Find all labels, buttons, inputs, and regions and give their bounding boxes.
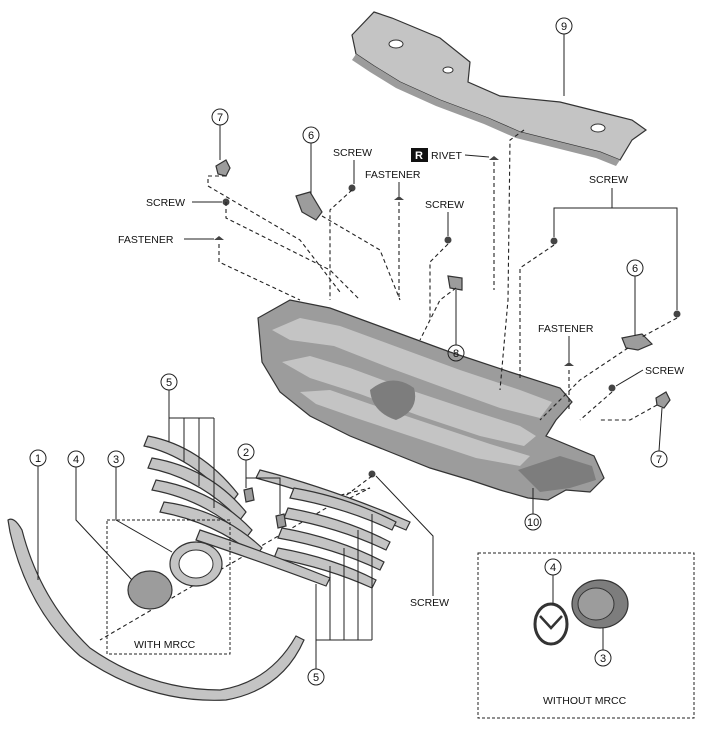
callout-9: 9 [561,21,567,33]
leader-screw-right-a [553,188,613,237]
rivet-badge-text: R [415,150,423,162]
callout-7-right: 7 [656,454,662,466]
callout-2: 2 [243,447,249,459]
leader-screw-right-c [615,369,644,387]
callout-6-right: 6 [632,263,638,275]
fastener-top-icon [394,196,404,200]
label-fastener-left: FASTENER [118,234,174,246]
callout-3-right: 3 [600,653,606,665]
clip-7-top-part [215,159,231,177]
screw-top-icon [348,184,356,192]
bracket-6-right-part [621,333,654,351]
label-screw-left: SCREW [146,197,185,209]
bracket-6-left-part [295,191,323,221]
callout-3-left: 3 [113,454,119,466]
trim-molding-part [7,518,305,701]
label-with-mrcc: WITH MRCC [134,639,196,651]
upper-cover-part [351,11,648,166]
leader-4-left [75,467,133,581]
label-fastener-right: FASTENER [538,323,594,335]
fastener-right-icon [564,362,574,366]
screw-bottom-icon [368,470,376,478]
grille-frame-part [257,299,605,501]
label-screw-top: SCREW [333,147,372,159]
emblem-ring-with-mrcc [169,541,223,587]
with-mrcc-box [106,519,231,655]
emblem-without-mrcc [533,602,569,646]
callout-9-ring [555,17,573,35]
leader-3-left [115,467,173,553]
callout-5-bottom: 5 [313,672,319,684]
label-without-mrcc: WITHOUT MRCC [543,695,627,707]
callout-10: 10 [527,517,539,529]
emblem-ring-without-mrcc [571,579,629,629]
leader-rivet [464,154,490,158]
rivet-badge [411,148,428,162]
emblem-with-mrcc [127,570,173,610]
leader-5-top [168,390,215,508]
label-screw-right: SCREW [589,174,628,186]
leader-2 [245,460,281,514]
leader-screw-right-b [612,207,678,310]
assembly-dash-lines [99,129,678,641]
callout-5-top: 5 [166,377,172,389]
clip-2-part [243,487,287,529]
callout-4-left: 4 [73,454,79,466]
leader-5-bottom [315,514,373,669]
screw-mid-icon [444,236,452,244]
label-screw-mid: SCREW [425,199,464,211]
clip-7-right-part [655,391,671,409]
callout-8: 8 [453,348,459,360]
label-screw-right-c: SCREW [645,365,684,377]
without-mrcc-box [477,552,695,719]
label-screw-bottom: SCREW [410,597,449,609]
callout-6-left: 6 [308,130,314,142]
screw-right-c-icon [608,384,616,392]
leader-7-right [658,407,663,452]
clip-8-part [447,275,463,291]
screw-right-a-icon [550,237,558,245]
callout-1: 1 [35,453,41,465]
leader-screw-bottom [375,475,434,596]
callout-7-top: 7 [217,112,223,124]
fastener-left-icon [214,236,224,240]
fastener-icons [214,156,681,478]
screw-right-b-icon [673,310,681,318]
label-rivet: RIVET [431,150,463,162]
callout-4-right: 4 [550,562,556,574]
rivet-icon [489,156,499,160]
label-fastener-top: FASTENER [365,169,421,181]
